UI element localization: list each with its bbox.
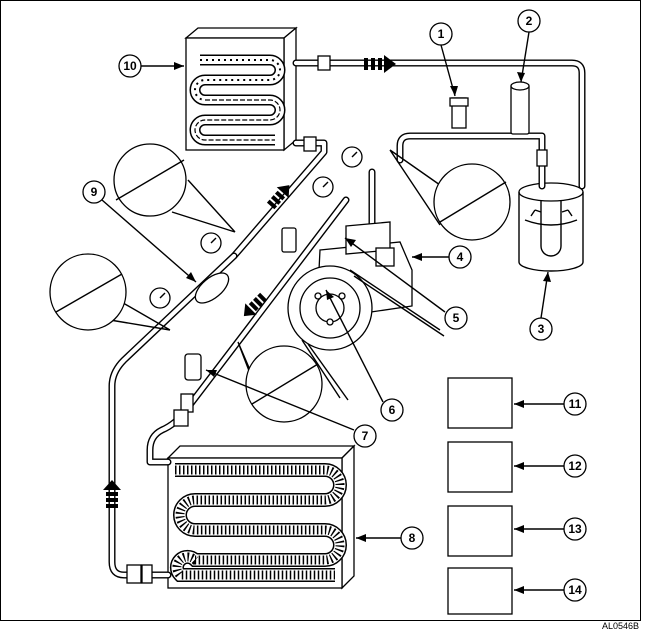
detail-magnifiers (49, 143, 511, 423)
callout-4: 4 (412, 245, 472, 269)
diagram-frame (0, 0, 641, 621)
evaporator (166, 444, 356, 590)
callout-2: 2 (517, 9, 541, 83)
svg-text:6: 6 (389, 403, 396, 417)
figure-code: AL0546B (601, 621, 639, 631)
callout-1: 1 (429, 22, 458, 97)
svg-text:14: 14 (568, 583, 582, 597)
flow-arrow-evaporator-in (103, 480, 121, 508)
svg-text:7: 7 (362, 429, 369, 443)
svg-text:13: 13 (568, 522, 582, 536)
svg-text:8: 8 (409, 531, 416, 545)
callout-13: 13 (514, 517, 587, 541)
callout-7: 7 (205, 369, 377, 448)
svg-text:1: 1 (438, 27, 445, 41)
receiver-drier (518, 182, 584, 272)
svg-text:4: 4 (457, 250, 464, 264)
callout-6: 6 (325, 289, 404, 422)
svg-text:10: 10 (123, 59, 137, 73)
condenser (184, 26, 298, 152)
svg-text:2: 2 (526, 14, 533, 28)
refrigerant-lines (103, 55, 586, 579)
legend-swatch-gas (447, 377, 513, 429)
svg-text:5: 5 (453, 311, 460, 325)
callouts: 1 2 3 4 5 (82, 9, 587, 602)
flow-arrow-discharge (266, 185, 290, 210)
fittings (126, 55, 548, 584)
legend-swatch-mixture (447, 441, 513, 493)
callout-5: 5 (344, 237, 468, 330)
callout-9: 9 (82, 180, 197, 283)
callout-8: 8 (356, 526, 424, 550)
callout-3: 3 (529, 271, 553, 341)
svg-text:3: 3 (538, 322, 545, 336)
svg-text:9: 9 (91, 185, 98, 199)
legend-swatch-dense-liquid (447, 567, 513, 615)
callout-14: 14 (514, 578, 587, 602)
legend-swatch-liquid (447, 505, 513, 557)
legend (447, 377, 513, 615)
flow-arrow-suction (243, 292, 268, 317)
svg-text:11: 11 (569, 397, 582, 411)
compressor (287, 221, 445, 401)
callout-11: 11 (514, 392, 587, 416)
callout-10: 10 (118, 54, 184, 78)
callout-12: 12 (514, 454, 587, 478)
flow-arrow-condenser-out (364, 55, 396, 73)
svg-text:12: 12 (568, 459, 582, 473)
